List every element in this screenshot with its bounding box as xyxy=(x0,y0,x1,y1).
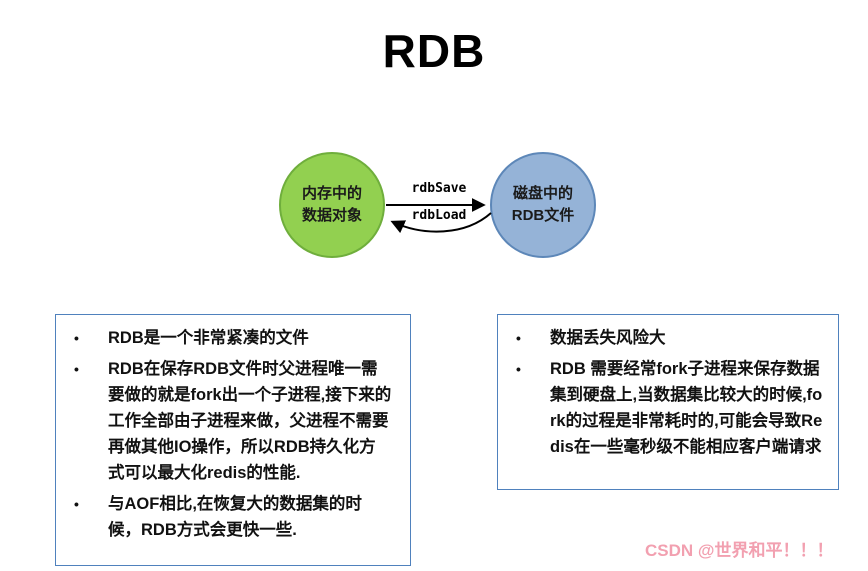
list-item: • RDB 需要经常fork子进程来保存数据集到硬盘上,当数据集比较大的时候,f… xyxy=(510,356,824,460)
pros-item-text: RDB在保存RDB文件时父进程唯一需要做的就是fork出一个子进程,接下来的工作… xyxy=(108,360,392,482)
memory-node-label-line2: 数据对象 xyxy=(301,207,362,224)
rdbload-arrow-icon xyxy=(390,212,492,234)
connector-arrows xyxy=(386,198,492,234)
list-item: • RDB是一个非常紧凑的文件 xyxy=(68,325,392,351)
disk-node: 磁盘中的 RDB文件 xyxy=(490,152,596,258)
bullet-icon: • xyxy=(516,361,521,377)
cons-item-text: RDB 需要经常fork子进程来保存数据集到硬盘上,当数据集比较大的时候,for… xyxy=(550,360,823,456)
page-title: RDB xyxy=(382,25,486,77)
pros-box: • RDB是一个非常紧凑的文件 • RDB在保存RDB文件时父进程唯一需要做的就… xyxy=(55,314,411,566)
cons-box: • 数据丢失风险大 • RDB 需要经常fork子进程来保存数据集到硬盘上,当数… xyxy=(497,314,839,490)
bullet-icon: • xyxy=(516,330,521,346)
watermark-text: CSDN @世界和平！！！ xyxy=(645,541,834,560)
list-item: • 数据丢失风险大 xyxy=(510,325,824,351)
bullet-icon: • xyxy=(74,496,79,512)
memory-node: 内存中的 数据对象 xyxy=(279,152,385,258)
cons-item-text: 数据丢失风险大 xyxy=(550,329,666,347)
bullet-icon: • xyxy=(74,330,79,346)
pros-item-text: 与AOF相比,在恢复大的数据集的时候，RDB方式会更快一些. xyxy=(108,495,362,539)
disk-node-label-line2: RDB文件 xyxy=(511,207,575,224)
cons-list: • 数据丢失风险大 • RDB 需要经常fork子进程来保存数据集到硬盘上,当数… xyxy=(498,315,838,473)
list-item: • RDB在保存RDB文件时父进程唯一需要做的就是fork出一个子进程,接下来的… xyxy=(68,356,392,486)
list-item: • 与AOF相比,在恢复大的数据集的时候，RDB方式会更快一些. xyxy=(68,491,392,543)
rdbload-label: rdbLoad xyxy=(411,208,467,223)
pros-list: • RDB是一个非常紧凑的文件 • RDB在保存RDB文件时父进程唯一需要做的就… xyxy=(56,315,410,556)
rdbsave-label: rdbSave xyxy=(411,181,467,196)
memory-node-label-line1: 内存中的 xyxy=(301,185,362,203)
disk-node-label-line1: 磁盘中的 xyxy=(512,185,573,203)
pros-item-text: RDB是一个非常紧凑的文件 xyxy=(108,329,309,347)
bullet-icon: • xyxy=(74,361,79,377)
